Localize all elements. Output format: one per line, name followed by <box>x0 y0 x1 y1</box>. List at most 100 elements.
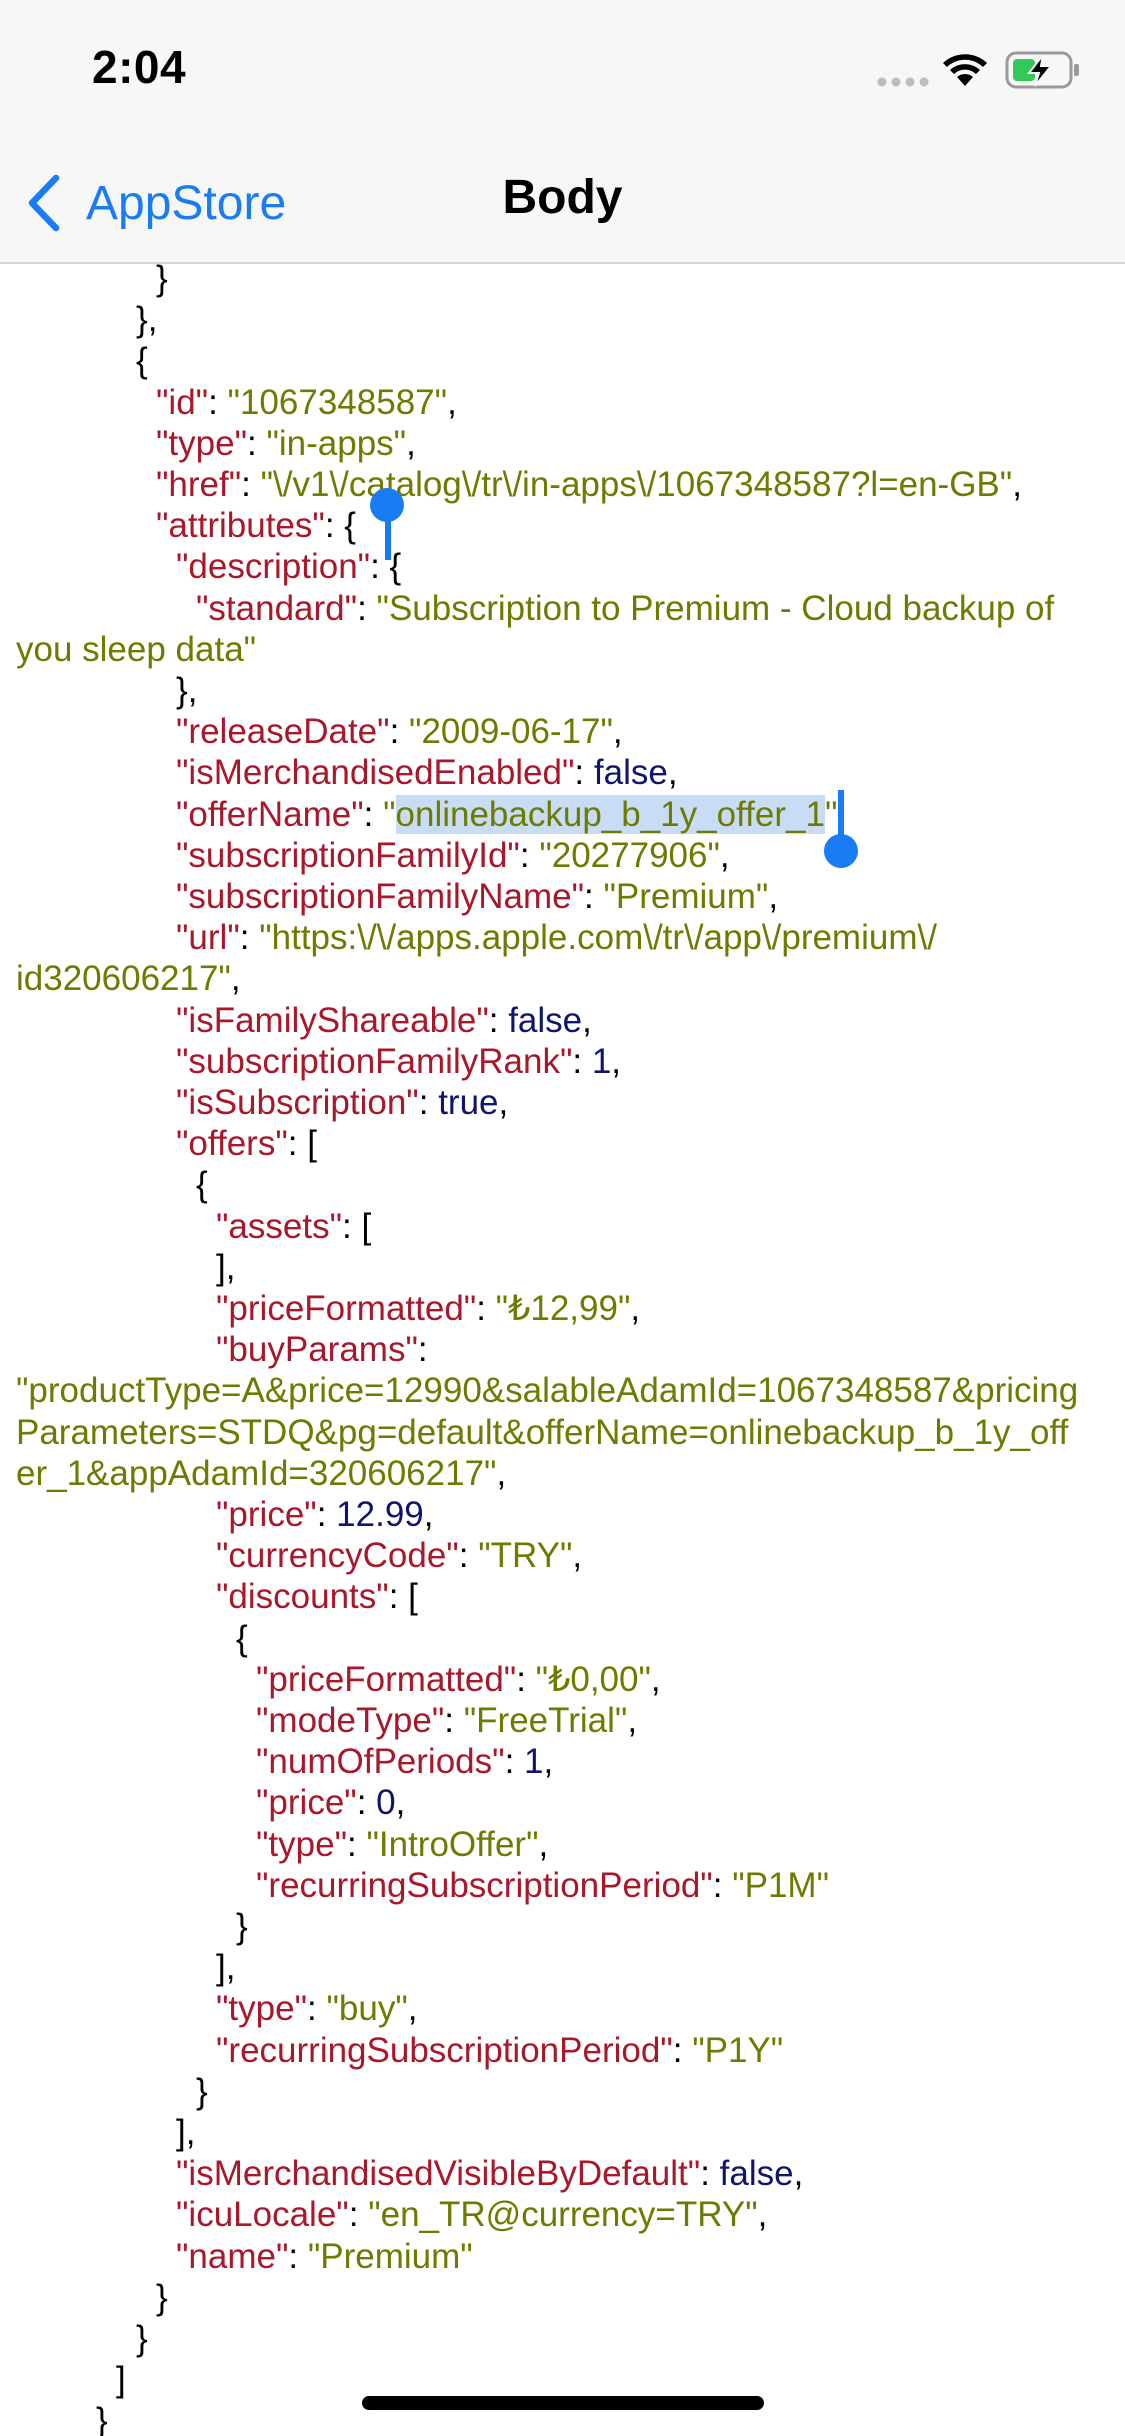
json-punctuation: , <box>407 1989 418 2029</box>
json-key: "href" <box>156 465 242 504</box>
json-punctuation: ], <box>176 2113 196 2152</box>
json-key: "releaseDate" <box>176 712 390 752</box>
wifi-icon <box>943 54 987 86</box>
json-string: Parameters=STDQ&pg=default&offerName=onl… <box>16 1412 1069 1452</box>
json-punctuation: }, <box>176 671 198 710</box>
cellular-signal-icon <box>877 77 929 87</box>
json-punctuation: } <box>156 2277 168 2317</box>
json-line: "description": { <box>16 546 1117 588</box>
json-line: } <box>16 2071 1117 2113</box>
json-key: "currencyCode" <box>216 1536 459 1576</box>
json-line: "discounts": [ <box>16 1576 1117 1618</box>
json-punctuation: : { <box>324 506 356 546</box>
json-text-view[interactable]: }},{"id": "1067348587","type": "in-apps"… <box>0 264 1125 2436</box>
json-punctuation: { <box>196 1165 208 1205</box>
json-line: } <box>16 2400 1117 2436</box>
json-line: }, <box>16 670 1117 712</box>
json-line: "priceFormatted": "₺0,00", <box>16 1659 1117 1701</box>
selection-end-caret <box>838 790 844 850</box>
json-punctuation: , <box>582 1000 592 1040</box>
json-punctuation: : <box>519 835 540 875</box>
json-string: "en_TR@currency=TRY" <box>368 2195 758 2235</box>
json-string: "https:\/\/apps.apple.com\/tr\/app\/prem… <box>259 918 937 958</box>
json-punctuation: : [ <box>287 1124 317 1164</box>
json-string: "1067348587" <box>227 382 448 422</box>
selection-end-handle[interactable] <box>824 834 858 868</box>
selection-start-caret <box>385 494 391 560</box>
json-string: "TRY" <box>478 1536 573 1576</box>
json-punctuation: , <box>572 1536 583 1576</box>
json-punctuation: : <box>700 2154 720 2194</box>
json-punctuation: : <box>363 794 384 834</box>
json-punctuation: , <box>793 2154 804 2194</box>
json-punctuation: , <box>611 1041 622 1081</box>
json-string: id320606217" <box>16 959 231 999</box>
json-literal: 1 <box>524 1742 544 1782</box>
json-line: you sleep data" <box>16 629 1117 671</box>
chevron-left-icon <box>28 174 60 232</box>
json-punctuation: ] <box>116 2360 126 2400</box>
json-key: "recurringSubscriptionPeriod" <box>216 2030 673 2070</box>
json-key: "type" <box>256 1824 348 1864</box>
json-line: { <box>16 340 1117 382</box>
json-punctuation: : <box>584 877 604 916</box>
json-key: "modeType" <box>256 1701 445 1740</box>
json-line: "modeType": "FreeTrial", <box>16 1700 1117 1742</box>
json-literal: false <box>593 753 668 793</box>
json-key: "subscriptionFamilyName" <box>176 877 585 916</box>
json-punctuation: , <box>630 1289 641 1328</box>
back-button[interactable]: AppStore <box>24 168 286 238</box>
json-line: "recurringSubscriptionPeriod": "P1Y" <box>16 2030 1117 2072</box>
json-punctuation: } <box>136 2319 148 2358</box>
json-punctuation: , <box>538 1824 549 1864</box>
battery-charging-icon <box>1005 51 1079 89</box>
json-key: "isMerchandisedVisibleByDefault" <box>176 2154 701 2194</box>
json-string: "P1M" <box>732 1865 830 1905</box>
json-string: "buy" <box>326 1989 408 2029</box>
home-indicator[interactable] <box>362 2396 764 2410</box>
json-punctuation: , <box>650 1659 661 1699</box>
json-line: } <box>16 2318 1117 2360</box>
json-punctuation: : [ <box>342 1206 372 1246</box>
json-line: "id": "1067348587", <box>16 382 1117 424</box>
json-literal: 1 <box>591 1041 612 1081</box>
json-punctuation: } <box>96 2401 108 2436</box>
json-string: " <box>383 794 396 834</box>
json-line: ] <box>16 2359 1117 2401</box>
json-punctuation: , <box>757 2195 768 2235</box>
json-line: }, <box>16 299 1117 341</box>
json-punctuation: : <box>247 423 267 463</box>
json-punctuation: : <box>389 712 410 752</box>
json-punctuation: : [ <box>388 1577 418 1617</box>
json-line: "isMerchandisedVisibleByDefault": false, <box>16 2153 1117 2195</box>
json-punctuation: , <box>406 423 416 463</box>
json-punctuation: } <box>156 264 168 298</box>
json-punctuation: ], <box>216 1247 236 1287</box>
json-punctuation: : <box>307 1989 327 2029</box>
json-key: "subscriptionFamilyRank" <box>176 1041 573 1081</box>
json-key: "buyParams" <box>216 1330 418 1370</box>
json-string: "IntroOffer" <box>366 1824 539 1864</box>
json-punctuation: : <box>712 1865 733 1905</box>
json-key: "url" <box>176 918 240 958</box>
json-line: "subscriptionFamilyName": "Premium", <box>16 876 1117 918</box>
json-key: "type" <box>216 1989 308 2029</box>
json-string: "Premium" <box>603 877 769 916</box>
json-line: er_1&appAdamId=320606217", <box>16 1453 1117 1495</box>
json-punctuation: : <box>348 2195 369 2235</box>
json-punctuation: : <box>574 753 594 793</box>
json-line: "offerName": "onlinebackup_b_1y_offer_1"… <box>16 794 1117 836</box>
json-line: Parameters=STDQ&pg=default&offerName=onl… <box>16 1412 1117 1454</box>
json-line: "isMerchandisedEnabled": false, <box>16 752 1117 794</box>
json-punctuation: : <box>417 1330 428 1370</box>
json-key: "description" <box>176 547 371 587</box>
json-line: "subscriptionFamilyId": "20277906", <box>16 835 1117 877</box>
json-key: "assets" <box>216 1206 343 1246</box>
json-line: { <box>16 1618 1117 1660</box>
json-key: "numOfPeriods" <box>256 1742 505 1782</box>
json-line: "isSubscription": true, <box>16 1082 1117 1124</box>
json-key: "subscriptionFamilyId" <box>176 835 520 875</box>
json-punctuation: : <box>672 2030 693 2070</box>
json-line: "recurringSubscriptionPeriod": "P1M" <box>16 1865 1117 1907</box>
json-string: "2009-06-17" <box>409 712 613 752</box>
